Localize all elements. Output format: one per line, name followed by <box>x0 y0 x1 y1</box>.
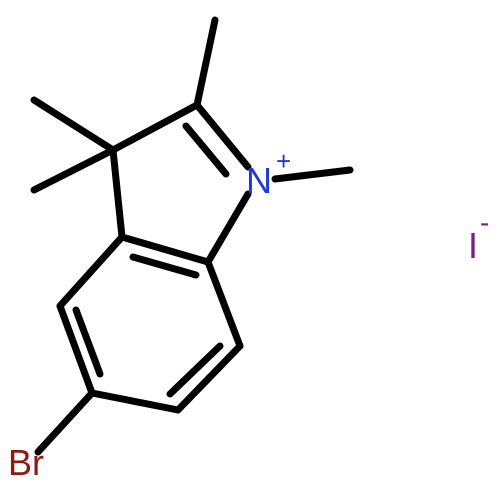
nitrogen-label: N <box>246 160 272 201</box>
bond-n1-c7a <box>204 190 252 266</box>
bond-c3-c2 <box>109 101 201 154</box>
bond-c3-methyl-lower <box>30 146 117 194</box>
iodide-charge-label: - <box>480 207 489 238</box>
bond-c6-c5 <box>88 389 182 414</box>
bond-c5-c4-double-inner <box>72 306 104 378</box>
bond-c3-methyl-upper <box>30 96 117 154</box>
bond-c2-methyl <box>193 16 219 109</box>
bond-c5-c4 <box>56 302 96 397</box>
bond-c7a-c7 <box>204 258 244 350</box>
bond-c2-n1-double-inner <box>182 122 230 178</box>
bond-c7-c6 <box>174 342 244 414</box>
bromine-label: Br <box>8 442 44 483</box>
bond-c2-n1 <box>193 101 252 171</box>
bond-c7-c6-double-inner <box>166 342 224 398</box>
bond-c3a-c7a-double-inner <box>129 253 200 279</box>
bond-n1-methyl <box>271 166 354 183</box>
bond-c3-c3a <box>109 146 126 241</box>
bond-c5-br <box>34 389 96 456</box>
bond-c3a-c7a <box>118 233 212 266</box>
bond-c4-c3a <box>56 233 126 310</box>
iodide-label: I <box>468 225 478 266</box>
nitrogen-charge-label: + <box>276 146 291 176</box>
